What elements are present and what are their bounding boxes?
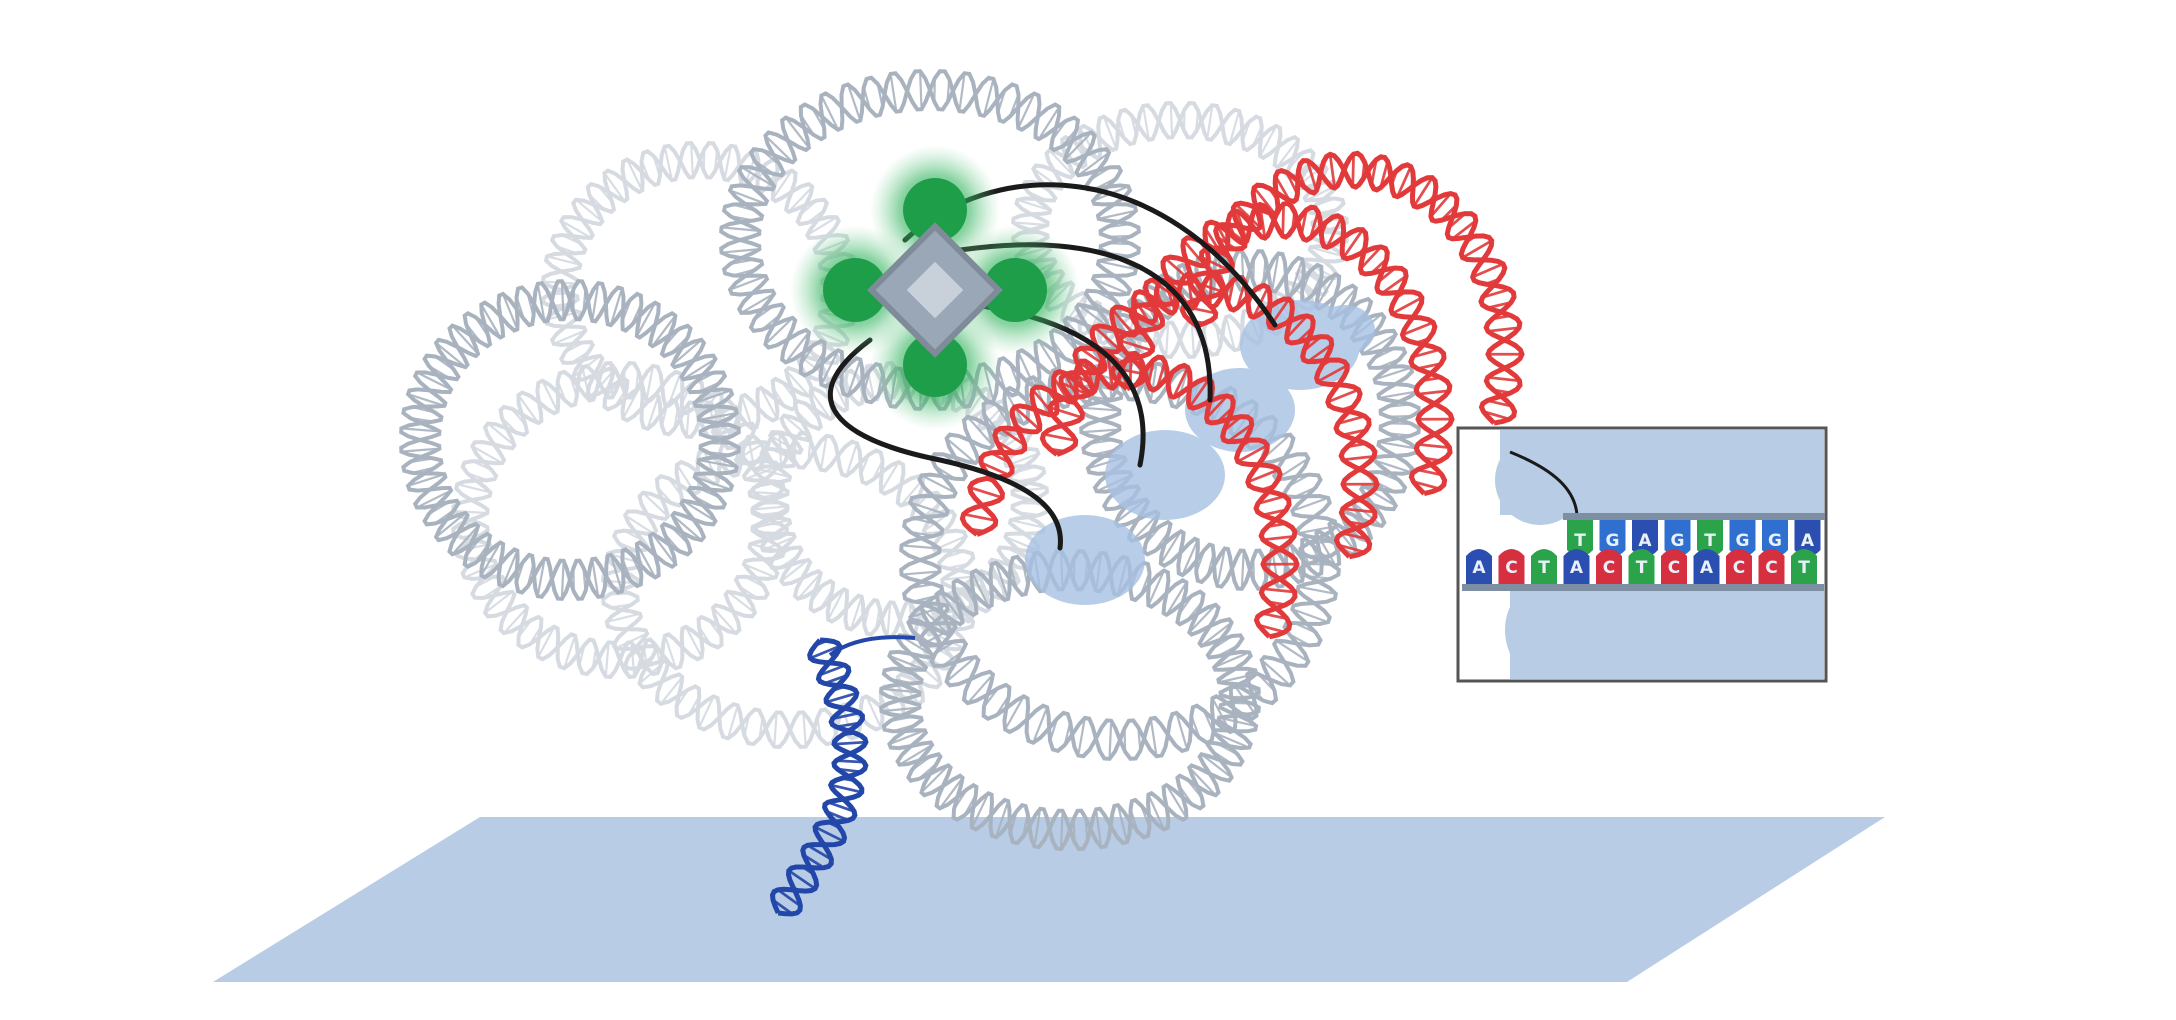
base-T: T bbox=[1697, 520, 1723, 557]
red-dna-strand bbox=[1039, 270, 1380, 560]
base-G: G bbox=[1762, 520, 1788, 557]
svg-text:T: T bbox=[1798, 558, 1810, 578]
binding-surface bbox=[213, 817, 1885, 982]
svg-text:T: T bbox=[1704, 531, 1716, 551]
blue-dna-strand bbox=[769, 637, 869, 917]
base-C: C bbox=[1661, 549, 1687, 584]
base-A: A bbox=[1632, 520, 1658, 557]
gray-dna-loop bbox=[399, 279, 741, 601]
red-dna-strand bbox=[959, 350, 1300, 640]
blue-tether-dna bbox=[769, 635, 916, 917]
base-C: C bbox=[1726, 549, 1752, 584]
svg-text:C: C bbox=[1765, 558, 1777, 578]
base-T: T bbox=[1531, 549, 1557, 584]
svg-text:T: T bbox=[1574, 531, 1586, 551]
base-T: T bbox=[1791, 549, 1817, 584]
probe-linker bbox=[827, 337, 1063, 551]
base-T: T bbox=[1567, 520, 1593, 557]
inset-linker bbox=[1509, 450, 1579, 516]
base-G: G bbox=[1729, 520, 1756, 557]
backbone-top bbox=[1563, 513, 1825, 520]
svg-text:C: C bbox=[1505, 558, 1517, 578]
base-G: G bbox=[1599, 520, 1626, 557]
svg-text:C: C bbox=[1603, 558, 1615, 578]
svg-text:A: A bbox=[1801, 531, 1815, 551]
svg-text:A: A bbox=[1472, 558, 1486, 578]
base-C: C bbox=[1596, 549, 1622, 584]
faint-dna-loop bbox=[451, 361, 789, 679]
svg-text:T: T bbox=[1538, 558, 1550, 578]
base-G: G bbox=[1664, 520, 1691, 557]
binding-blob bbox=[1315, 305, 1375, 355]
svg-text:G: G bbox=[1671, 531, 1685, 551]
svg-text:T: T bbox=[1636, 558, 1648, 578]
base-C: C bbox=[1758, 549, 1785, 584]
backbone-bottom bbox=[1462, 584, 1824, 591]
svg-text:G: G bbox=[1736, 531, 1750, 551]
base-A: A bbox=[1693, 549, 1720, 584]
svg-text:C: C bbox=[1668, 558, 1680, 578]
svg-text:A: A bbox=[1570, 558, 1584, 578]
red-dna-strands bbox=[959, 150, 1525, 640]
binding-blob bbox=[1025, 515, 1145, 605]
svg-text:A: A bbox=[1638, 531, 1652, 551]
base-A: A bbox=[1794, 520, 1821, 557]
gray-dna-loops bbox=[399, 69, 1421, 851]
svg-text:G: G bbox=[1768, 531, 1782, 551]
green-fluorescent-core bbox=[790, 145, 1080, 430]
base-A: A bbox=[1466, 549, 1492, 584]
binding-blob bbox=[1105, 430, 1225, 520]
svg-text:C: C bbox=[1733, 558, 1745, 578]
inset-bottom-protein bbox=[1505, 582, 1585, 678]
svg-text:A: A bbox=[1700, 558, 1714, 578]
inset-top-protein bbox=[1495, 435, 1585, 525]
base-A: A bbox=[1563, 549, 1590, 584]
svg-text:G: G bbox=[1606, 531, 1620, 551]
base-C: C bbox=[1498, 549, 1525, 584]
base-T: T bbox=[1628, 549, 1655, 584]
gray-dna-loop bbox=[719, 69, 1141, 411]
